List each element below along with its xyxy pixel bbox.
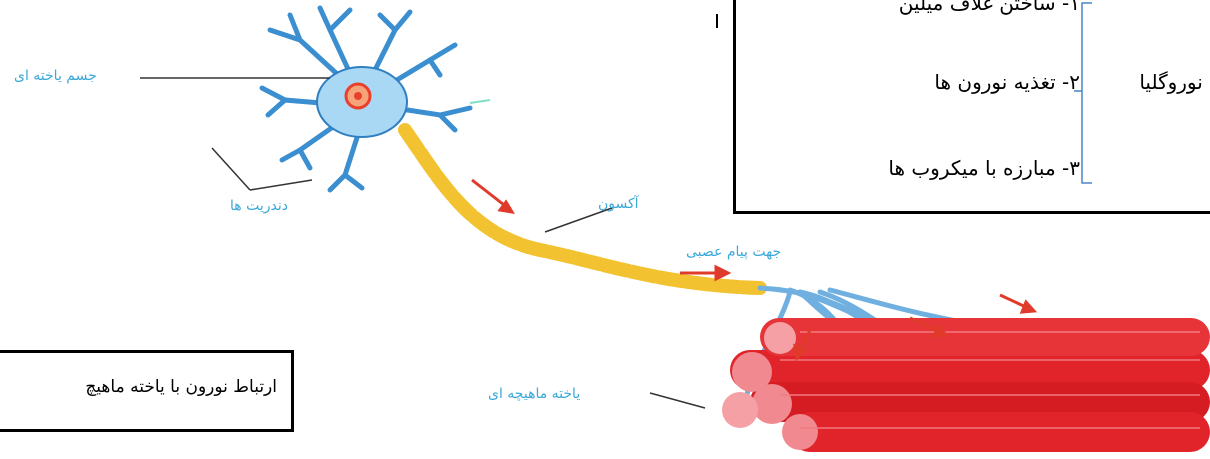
note-box-text: ارتباط نورون با یاخته ماهیچ bbox=[85, 377, 277, 397]
muscle-cell-label: یاخته ماهیچه ای bbox=[488, 386, 580, 402]
neuroglia-group-label: ب نوروگلیا bbox=[1139, 70, 1210, 94]
dendrites-label: دندریت ها bbox=[230, 198, 288, 214]
bracket bbox=[1072, 0, 1102, 193]
signal-direction-label: جهت پیام عصبی bbox=[686, 244, 781, 260]
neuroglia-item-1: ۱- ساختن غلاف میلین bbox=[899, 0, 1080, 15]
neuroglia-info-box: ۱- ساختن غلاف میلین ۲- تغذیه نورون ها ۳-… bbox=[733, 0, 1210, 214]
box-corner-mark bbox=[716, 14, 718, 28]
axon-myelin bbox=[405, 130, 760, 288]
cell-body-label: جسم یاخته ای bbox=[14, 68, 97, 84]
note-box: ارتباط نورون با یاخته ماهیچ bbox=[0, 350, 294, 432]
neuroglia-item-2: ۲- تغذیه نورون ها bbox=[934, 70, 1080, 94]
neuroglia-item-3: ۳- مبارزه با میکروب ها bbox=[888, 156, 1080, 180]
muscle-fibers bbox=[722, 318, 1210, 452]
axon-label: آکسون bbox=[598, 196, 639, 212]
